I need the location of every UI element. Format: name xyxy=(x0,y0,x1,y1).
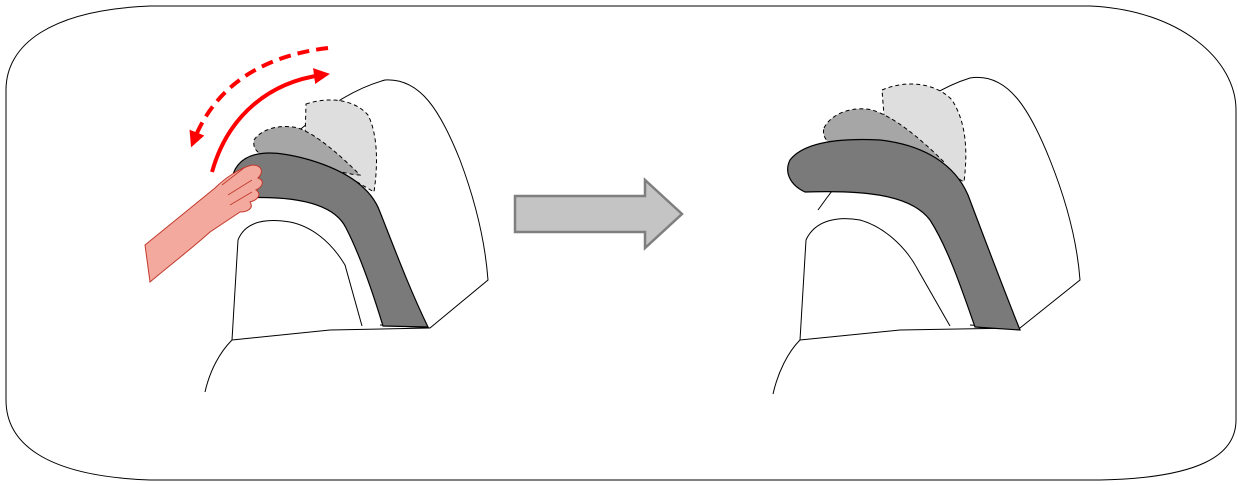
headrest-frame-right xyxy=(788,140,1020,330)
arrow-right-icon xyxy=(515,180,682,248)
right-scene xyxy=(773,77,1080,394)
seat-cushion-outline-right xyxy=(773,340,800,394)
hand-icon xyxy=(145,165,262,282)
seat-lower-outline-right xyxy=(800,328,1020,340)
seat-cushion-outline xyxy=(205,340,232,392)
seat-inner-outline-right xyxy=(800,219,950,340)
seat-lower-outline xyxy=(232,328,430,340)
headrest-frame xyxy=(232,153,428,327)
seat-inner-outline xyxy=(232,221,362,340)
left-scene xyxy=(145,48,488,392)
